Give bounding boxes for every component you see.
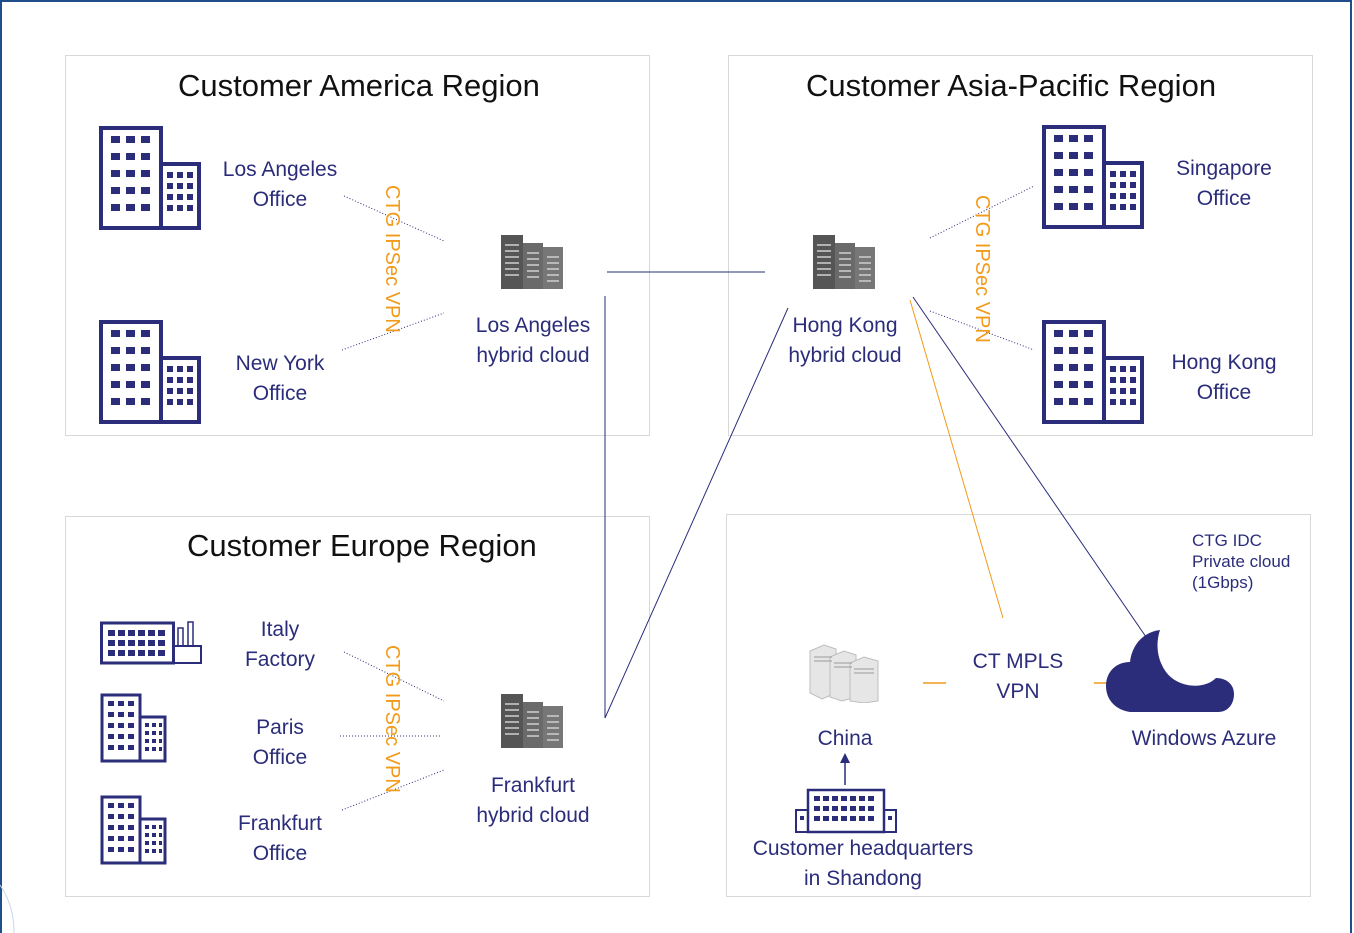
china-label: China [817, 727, 873, 750]
sg-office-label: Singapore Office [1154, 154, 1294, 214]
la-hub-label: Los Angeles hybrid cloud [453, 311, 613, 371]
china-region [726, 514, 1311, 897]
frankfurt-server-icon [501, 694, 563, 748]
hk-hub-label: Hong Kong hybrid cloud [765, 311, 925, 371]
asia-region [728, 55, 1313, 436]
azure-label: Windows Azure [1131, 727, 1277, 750]
hk-office-building-icon [1042, 320, 1144, 424]
idc-line3: (1Gbps) [1192, 573, 1254, 592]
frankfurt-hub-label: Frankfurt hybrid cloud [453, 771, 613, 831]
hk-office-label: Hong Kong Office [1154, 348, 1294, 408]
hk-office-line2: Office [1196, 381, 1252, 404]
hq-line2: in Shandong [804, 867, 922, 890]
ny-office-label: New York Office [210, 349, 350, 409]
mpls-line1: CT MPLS [972, 650, 1064, 673]
america-vpn-label: CTG IPSec VPN [381, 185, 403, 333]
mpls-line2: VPN [996, 680, 1040, 703]
la-office-line2: Office [252, 188, 308, 211]
ny-office-line1: New York [235, 352, 325, 375]
italy-factory-icon [100, 621, 202, 665]
corner-arc-decoration [0, 884, 15, 933]
azure-cloud-icon [1106, 630, 1234, 712]
frankfurt-office-building-icon [100, 795, 167, 865]
la-office-label: Los Angeles Office [210, 155, 350, 215]
hk-server-icon [813, 235, 875, 289]
frankfurt-office-line1: Frankfurt [237, 812, 323, 835]
hq-line1: Customer headquarters [752, 837, 974, 860]
italy-line2: Factory [244, 648, 315, 671]
paris-line1: Paris [256, 716, 304, 739]
hk-office-line1: Hong Kong [1171, 351, 1277, 374]
ny-office-building-icon [99, 320, 201, 424]
asia-title: Customer Asia-Pacific Region [806, 68, 1217, 103]
frankfurt-office-label: Frankfurt Office [210, 809, 350, 869]
la-office-line1: Los Angeles [222, 158, 338, 181]
hk-hub-line2: hybrid cloud [788, 344, 902, 367]
hq-building-icon [795, 788, 897, 834]
la-server-icon [501, 235, 563, 289]
italy-line1: Italy [260, 618, 300, 641]
hk-hub-line1: Hong Kong [792, 314, 898, 337]
mpls-label: CT MPLS VPN [948, 647, 1088, 707]
asia-vpn-label: CTG IPSec VPN [971, 195, 993, 343]
paris-office-building-icon [100, 693, 167, 763]
idc-line2: Private cloud [1192, 552, 1291, 571]
italy-factory-label: Italy Factory [210, 615, 350, 675]
sg-office-line1: Singapore [1176, 157, 1272, 180]
la-office-building-icon [99, 126, 201, 230]
china-server-icon [809, 644, 879, 703]
idc-line1: CTG IDC [1192, 531, 1262, 550]
paris-office-label: Paris Office [210, 713, 350, 773]
sg-office-line2: Office [1196, 187, 1252, 210]
america-title: Customer America Region [178, 68, 540, 103]
frankfurt-hub-line2: hybrid cloud [476, 804, 590, 827]
frankfurt-office-line2: Office [252, 842, 308, 865]
idc-label: CTG IDC Private cloud (1Gbps) [1192, 530, 1290, 593]
sg-office-building-icon [1042, 125, 1144, 229]
ny-office-line2: Office [252, 382, 308, 405]
hq-label: Customer headquarters in Shandong [733, 834, 993, 894]
paris-line2: Office [252, 746, 308, 769]
europe-vpn-label: CTG IPSec VPN [381, 645, 403, 793]
la-hub-line2: hybrid cloud [476, 344, 590, 367]
europe-region [65, 516, 650, 897]
frankfurt-hub-line1: Frankfurt [490, 774, 576, 797]
la-hub-line1: Los Angeles [475, 314, 591, 337]
america-region [65, 55, 650, 436]
europe-title: Customer Europe Region [187, 528, 537, 563]
